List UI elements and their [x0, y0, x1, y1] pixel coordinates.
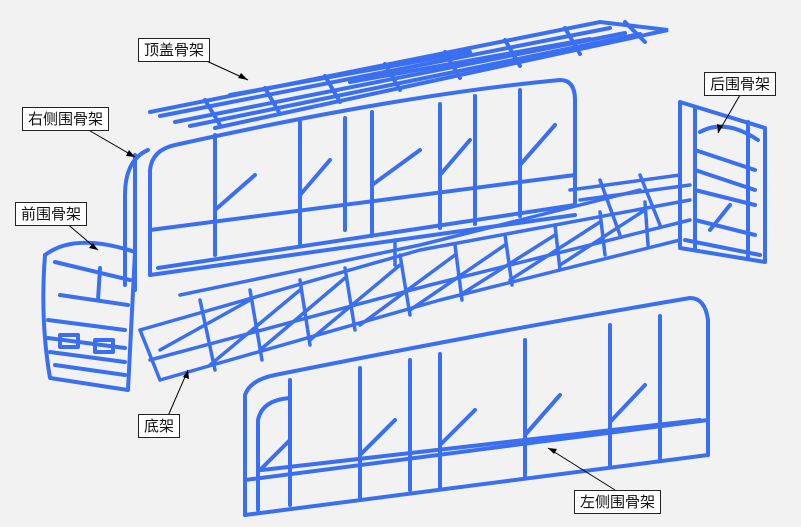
front-frame-label: 前围骨架: [15, 202, 88, 226]
roof-frame: [148, 19, 669, 130]
front-frame: [41, 240, 137, 392]
leader-arrowheads: [89, 73, 723, 454]
rear-frame-label: 后围骨架: [704, 72, 777, 96]
roof-frame-label: 顶盖骨架: [138, 38, 211, 62]
right-side-frame-label: 右侧围骨架: [22, 107, 110, 131]
chassis-frame: [138, 173, 692, 382]
left-side-frame: [243, 296, 710, 517]
right-side-frame: [123, 78, 577, 292]
left-side-frame-label: 左侧围骨架: [574, 490, 662, 514]
chassis-label: 底架: [138, 414, 181, 438]
rear-frame: [678, 100, 767, 264]
